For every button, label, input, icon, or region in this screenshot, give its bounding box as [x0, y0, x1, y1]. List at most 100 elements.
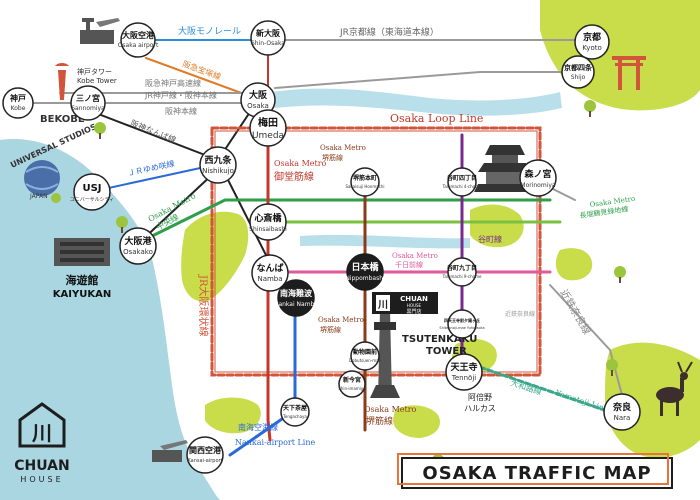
line-hankyu-kyoto	[274, 71, 576, 89]
station-kobe[interactable]: 神戸 Kobe	[2, 87, 34, 119]
station-tanimachi4-jp: 谷町四丁目	[447, 174, 477, 182]
station-nishikujo-en: Nishikujo	[202, 167, 234, 175]
park-southeast	[393, 405, 440, 438]
river-mid	[300, 234, 470, 249]
kobe-tower-icon	[55, 63, 69, 100]
station-tengachaya-jp: 天下茶屋	[283, 404, 307, 412]
station-shinosaka-jp: 新大阪	[256, 28, 281, 38]
label-sennichimae-en: Osaka Metro	[392, 252, 438, 260]
station-tanimachi9-en: Tanimachi 9-chome	[442, 274, 482, 279]
station-shinsaibashi-en: Shinsaibashi	[249, 226, 287, 233]
station-morinomiya-jp: 森ノ宮	[524, 168, 551, 180]
station-nara-en: Nara	[614, 414, 631, 422]
station-tengachaya[interactable]: 天下茶屋 Tengachaya	[280, 397, 310, 427]
universal-japan-logo: JAPAN	[29, 193, 48, 200]
kobe-tower-jp: 神戸タワー	[77, 67, 112, 76]
label-midosuji-en: Osaka Metro	[274, 159, 327, 168]
station-tanimachi4[interactable]: 谷町四丁目 Tanimachi 4-chome	[442, 167, 482, 197]
station-tanimachi9-jp: 谷町九丁目	[447, 264, 477, 272]
station-nankai-namba[interactable]: 南海難波 Nankai Namba	[274, 279, 318, 317]
station-airport-jp: 大阪空港	[122, 30, 155, 40]
station-nishikujo-jp: 西九条	[204, 154, 232, 166]
station-shinsaibashi[interactable]: 心斎橋 Shinsaibashi	[249, 203, 287, 241]
station-umeda-jp: 梅田	[258, 116, 278, 129]
station-kix[interactable]: 関西空港 Kansai-airport	[186, 436, 224, 474]
station-dobutsuen[interactable]: 動物園前 Dobutsuen-mae	[349, 341, 382, 371]
label-yamatoji-jp: 大和路線	[509, 377, 543, 396]
kaiyukan-en: KAIYUKAN	[53, 289, 111, 300]
osaka-castle-icon	[474, 145, 536, 192]
station-osakako[interactable]: 大阪港 Osakako	[119, 227, 157, 265]
station-sannomiya-en: Sannomiya	[71, 105, 105, 112]
kaiyukan-icon	[54, 238, 110, 266]
station-airport-en: Osaka airport	[118, 42, 159, 49]
station-tennoji-jp: 天王寺	[450, 361, 477, 373]
torii-icon	[612, 56, 646, 90]
label-sakaisuji-en-top: Osaka Metro	[320, 144, 366, 152]
station-umeda[interactable]: 梅田 Umeda	[249, 109, 287, 147]
tsutenkaku-label: TSUTENKAKU	[402, 334, 477, 345]
station-shinimamiya[interactable]: 新今宮 Shin-imamiya	[338, 370, 366, 398]
hotel-badge-icon: 川	[377, 299, 388, 311]
label-midosuji-jp: 御堂筋線	[274, 170, 314, 183]
station-morinomiya[interactable]: 森ノ宮 Morinomiya	[519, 159, 557, 197]
universal-globe-icon	[24, 160, 60, 196]
station-nara[interactable]: 奈良 Nara	[603, 393, 641, 431]
station-namba[interactable]: なんば Namba	[251, 254, 289, 292]
station-kix-en: Kansai-airport	[187, 458, 222, 464]
station-kix-jp: 関西空港	[189, 445, 222, 455]
label-loop: Osaka Loop Line	[390, 112, 483, 125]
station-osaka-en: Osaka	[247, 102, 269, 110]
station-usj-en: ユニバーサルシティ	[70, 197, 115, 203]
station-nankai-namba-en: Nankai Namba	[274, 301, 318, 308]
station-nippombashi[interactable]: 日本橋 Nippombashi	[345, 253, 385, 291]
line-osaka-loop	[210, 126, 542, 377]
station-namba-en: Namba	[257, 275, 282, 283]
abeno-label: 阿倍野	[468, 392, 492, 402]
kix-airport-icon	[152, 440, 188, 462]
label-sakaisuji-en-mid: Osaka Metro	[318, 316, 364, 324]
brand-name: CHUAN	[14, 458, 69, 474]
station-usj[interactable]: USJ ユニバーサルシティ	[70, 173, 115, 211]
map-title: OSAKA TRAFFIC MAP	[422, 463, 651, 484]
label-sakaisuji-jp-mid: 堺筋線	[320, 325, 341, 334]
line-nishikujo-osakako	[139, 171, 216, 243]
station-tanimachi9[interactable]: 谷町九丁目 Tanimachi 9-chome	[442, 257, 482, 287]
station-shinosaka-en: Shin-Osaka	[251, 40, 285, 47]
station-nishikujo[interactable]: 西九条 Nishikujo	[199, 146, 237, 184]
label-jr-kyoto: JR京都線（東海道本線）	[339, 26, 439, 38]
station-tennoji[interactable]: 天王寺 Tennōji	[445, 353, 483, 391]
station-shijo-jp: 京都四条	[564, 63, 593, 72]
label-kintetsu-nara: 近鉄奈良線	[557, 287, 593, 337]
label-sakaisuji-en-bot: Osaka Metro	[364, 405, 417, 414]
station-kyoto[interactable]: 京都 Kyoto	[574, 24, 610, 60]
station-shinosaka[interactable]: 新大阪 Shin-Osaka	[250, 20, 286, 56]
station-osaka[interactable]: 大阪 Osaka	[240, 82, 276, 118]
station-sannomiya[interactable]: 三ノ宮 Sannomiya	[70, 85, 106, 121]
park-south	[205, 397, 261, 434]
line-chuo	[138, 198, 552, 244]
line-osaka-loop-inner	[214, 130, 538, 373]
station-airport[interactable]: 大阪空港 Osaka airport	[118, 22, 159, 58]
station-shinsaibashi-jp: 心斎橋	[254, 212, 282, 224]
station-kobe-jp: 神戸	[10, 93, 26, 103]
park-osaka-castle	[470, 204, 524, 248]
tsutenkaku-sub: TOWER	[426, 346, 467, 357]
hotel-badge[interactable]: 川 CHUAN HOUSE 黒門店	[372, 292, 438, 315]
station-nippombashi-en: Nippombashi	[345, 275, 385, 282]
station-umeda-en: Umeda	[252, 131, 284, 141]
brand-logo-icon: 川	[31, 421, 52, 445]
label-sakaisuji-jp-bot: 堺筋線	[366, 415, 393, 427]
station-tanimachi4-en: Tanimachi 4-chome	[442, 184, 482, 189]
be-kobe-logo: BEKOBE	[40, 114, 85, 125]
station-sakaisuji-honmachi[interactable]: 堺筋本町 Sakaisuji Honmachi	[345, 167, 385, 197]
label-hanshin-namba: 阪神なんば線	[129, 118, 177, 145]
label-hanshin-honsen: 阪神本線	[165, 106, 197, 116]
hotel-badge-sub: HOUSE	[407, 303, 422, 308]
station-shitennoji-en: Shitennoji-mae Yuhigaoka	[439, 326, 484, 330]
station-kyoto-jp: 京都	[583, 31, 601, 43]
line-yamatoji	[463, 360, 612, 414]
station-shijo[interactable]: 京都四条 Shijo	[561, 55, 595, 89]
station-shitennoji[interactable]: 四天王寺前夕陽ヶ丘 Shitennoji-mae Yuhigaoka	[439, 309, 485, 339]
line-hankyu-takarazuka	[145, 57, 256, 99]
